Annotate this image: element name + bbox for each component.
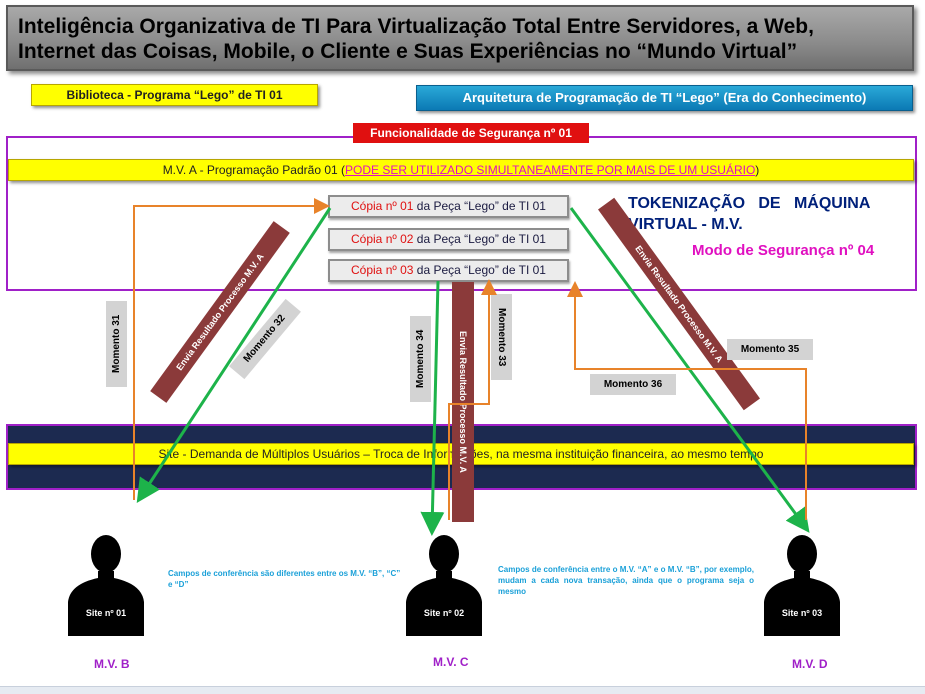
site-01-label: Site nº 01 [85, 608, 127, 618]
site-03-label: Site nº 03 [781, 608, 823, 618]
title-line-1: Inteligência Organizativa de TI Para Vir… [18, 15, 814, 38]
mv-a-prefix: M.V. A - Programação Padrão 01 ( [162, 163, 346, 177]
moment-36-label: Momento 36 [590, 374, 676, 395]
mv-c-label: M.V. C [433, 655, 469, 669]
arrow-moment-31 [133, 198, 330, 500]
tokenization-line-2: VIRTUAL - M.V. [628, 216, 743, 233]
note-right: Campos de conferência entre o M.V. “A” e… [498, 565, 754, 596]
tokenization-line-1: TOKENIZAÇÃO DE MÁQUINA [628, 195, 871, 212]
arrow-moment-34 [420, 280, 445, 536]
copy-01-number: Cópia nº 01 [351, 199, 414, 213]
copy-03-number: Cópia nº 03 [351, 263, 414, 277]
mv-d-label: M.V. D [792, 657, 828, 671]
copy-03[interactable]: Cópia nº 03 da Peça “Lego” de TI 01 [328, 259, 569, 282]
copy-01-text: da Peça “Lego” de TI 01 [413, 199, 546, 213]
mv-a-suffix: ) [755, 163, 760, 177]
bottom-strip [0, 686, 925, 694]
note-left: Campos de conferência são diferentes ent… [168, 569, 401, 589]
mv-a-bar: M.V. A - Programação Padrão 01 (PODE SER… [8, 159, 914, 181]
site-03-figure[interactable]: Site nº 03 [764, 530, 840, 636]
copy-02[interactable]: Cópia nº 02 da Peça “Lego” de TI 01 [328, 228, 569, 251]
security-mode-label: Modo de Segurança nº 04 [692, 242, 875, 259]
security-functionality-button[interactable]: Funcionalidade de Segurança nº 01 [353, 123, 589, 143]
mv-a-highlight: PODE SER UTILIZADO SIMULTANEAMENTE POR M… [345, 163, 756, 177]
send-result-bar-center: Envia Resultado Processo M.V. A [452, 282, 474, 522]
person-icon [68, 535, 144, 636]
person-icon [764, 535, 840, 636]
tokenization-heading: TOKENIZAÇÃO DE MÁQUINA VIRTUAL - M.V. [628, 193, 912, 235]
mv-b-label: M.V. B [94, 657, 130, 671]
copy-01[interactable]: Cópia nº 01 da Peça “Lego” de TI 01 [328, 195, 569, 218]
site-01-figure[interactable]: Site nº 01 [68, 530, 144, 636]
person-icon [406, 535, 482, 636]
arrow-moment-36 [567, 281, 807, 520]
page-title: Inteligência Organizativa de TI Para Vir… [6, 5, 914, 71]
site-02-label: Site nº 02 [423, 608, 465, 618]
architecture-button[interactable]: Arquitetura de Programação de TI “Lego” … [416, 85, 913, 111]
site-02-figure[interactable]: Site nº 02 [406, 530, 482, 636]
moment-33-label: Momento 33 [491, 294, 512, 380]
arrow-moment-32 [136, 207, 332, 504]
arrow-moment-33 [448, 279, 497, 520]
copy-02-text: da Peça “Lego” de TI 01 [413, 232, 546, 246]
moment-35-label: Momento 35 [727, 339, 813, 360]
library-button[interactable]: Biblioteca - Programa “Lego” de TI 01 [31, 84, 318, 106]
copy-02-number: Cópia nº 02 [351, 232, 414, 246]
title-line-2: Internet das Coisas, Mobile, o Cliente e… [18, 40, 798, 63]
copy-03-text: da Peça “Lego” de TI 01 [413, 263, 546, 277]
